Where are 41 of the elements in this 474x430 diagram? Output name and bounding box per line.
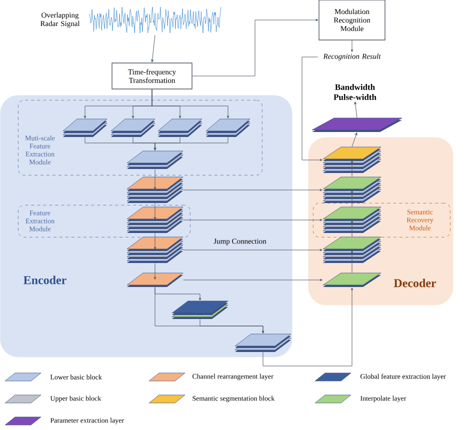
arrow [182,248,322,252]
arrow [182,188,322,192]
layer-stack [158,118,202,137]
layer-stack [126,150,184,169]
arrow [354,102,358,118]
layer-stack [322,206,382,233]
arrow [302,56,322,162]
arrow [182,278,322,282]
arrow [154,136,228,150]
layer-block [126,272,184,287]
layer-stack [172,300,228,319]
arrow [350,40,354,52]
layer-stack [62,118,108,137]
layer-stack [110,118,156,137]
layer-stack [322,236,382,263]
layer-stack [322,146,382,173]
parameter-heading: Bandwidth Pulse-width [334,84,376,100]
arrow [350,220,354,238]
layer-stack [234,334,292,352]
arrow [350,190,354,208]
layer-stack [126,176,184,203]
waveform-drawing [88,6,222,34]
layer-stack [322,176,382,203]
arrow [154,232,156,250]
arrow [152,89,230,118]
layer-block [322,272,382,287]
arrow [262,288,354,366]
layer-stack [126,206,184,233]
layer-stack [126,236,184,263]
arrow [350,160,354,178]
arrow [151,34,156,62]
layer-stack [206,118,250,137]
arrow [350,250,354,274]
arrow [352,132,358,148]
arrow [182,218,322,222]
arrow [154,168,156,190]
arrow [154,262,156,280]
arrow [154,202,156,220]
arrow [200,318,264,334]
layer-block [312,118,402,132]
arrow [192,18,318,76]
